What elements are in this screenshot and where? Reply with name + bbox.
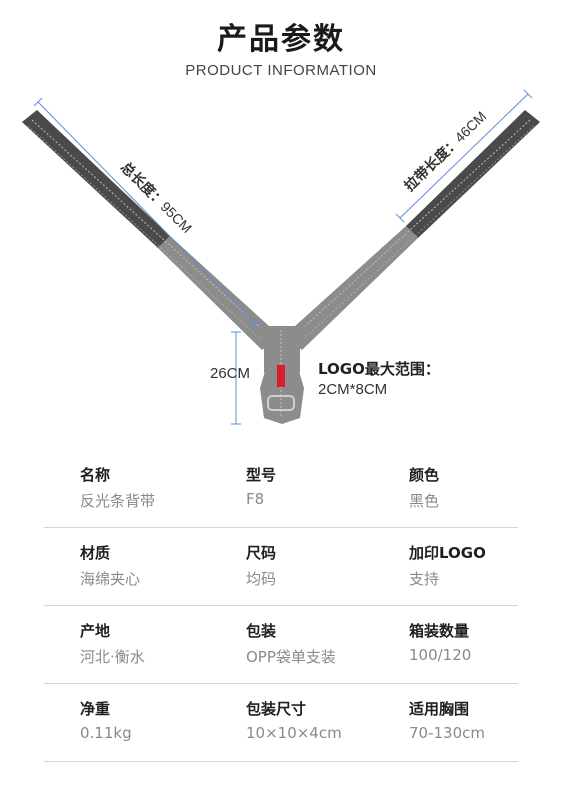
spec-cell: 净重 0.11kg bbox=[80, 698, 132, 742]
spec-label: 型号 bbox=[246, 466, 277, 484]
spec-row: 产地 河北·衡水 包装 OPP袋单支装 箱装数量 100/120 bbox=[44, 606, 518, 684]
front-length-label: 26CM bbox=[210, 365, 250, 382]
spec-cell: 尺码 均码 bbox=[246, 542, 276, 589]
front-strap bbox=[252, 326, 312, 424]
buckle-icon bbox=[267, 395, 295, 411]
product-diagram: 总长度：95CM 拉带长度：46CM 26CM bbox=[22, 89, 540, 425]
spec-value: 支持 bbox=[409, 570, 440, 588]
spec-value: OPP袋单支装 bbox=[246, 648, 336, 666]
spec-value: 河北·衡水 bbox=[80, 648, 145, 666]
spec-cell: 箱装数量 100/120 bbox=[409, 620, 471, 664]
spec-cell: 包装尺寸 10×10×4cm bbox=[246, 698, 342, 742]
logo-note: LOGO最大范围： 2CM*8CM bbox=[318, 358, 440, 398]
spec-table: 名称 反光条背带 型号 F8 颜色 黑色 材质 海绵夹心 尺码 均码 加印LOG… bbox=[44, 450, 518, 762]
spec-value: F8 bbox=[246, 490, 265, 508]
spec-label: 箱装数量 bbox=[409, 622, 470, 640]
spec-value: 0.11kg bbox=[80, 724, 132, 742]
spec-value: 海绵夹心 bbox=[80, 570, 141, 588]
spec-value: 均码 bbox=[246, 570, 277, 588]
spec-label: 加印LOGO bbox=[409, 544, 486, 562]
spec-label: 材质 bbox=[80, 544, 111, 562]
spec-cell: 加印LOGO 支持 bbox=[409, 542, 486, 589]
spec-label: 尺码 bbox=[246, 544, 277, 562]
logo-area bbox=[277, 365, 285, 387]
spec-cell: 颜色 黑色 bbox=[409, 464, 439, 511]
spec-value: 70-130cm bbox=[409, 724, 485, 742]
spec-row: 净重 0.11kg 包装尺寸 10×10×4cm 适用胸围 70-130cm bbox=[44, 684, 518, 762]
spec-value: 10×10×4cm bbox=[246, 724, 342, 742]
spec-value: 100/120 bbox=[409, 646, 472, 664]
logo-note-title: LOGO最大范围： bbox=[318, 360, 440, 378]
left-strap bbox=[22, 110, 280, 350]
spec-cell: 材质 海绵夹心 bbox=[80, 542, 140, 589]
page-subtitle: PRODUCT INFORMATION bbox=[185, 62, 377, 79]
spec-cell: 产地 河北·衡水 bbox=[80, 620, 145, 667]
spec-label: 产地 bbox=[80, 622, 111, 640]
spec-cell: 名称 反光条背带 bbox=[80, 464, 155, 511]
spec-value: 反光条背带 bbox=[80, 492, 156, 510]
spec-label: 颜色 bbox=[409, 466, 440, 484]
dimension-lines bbox=[33, 89, 533, 425]
page-title: 产品参数 bbox=[217, 22, 345, 57]
spec-row: 材质 海绵夹心 尺码 均码 加印LOGO 支持 bbox=[44, 528, 518, 606]
right-strap bbox=[284, 110, 540, 350]
spec-cell: 型号 F8 bbox=[246, 464, 276, 508]
spec-row: 名称 反光条背带 型号 F8 颜色 黑色 bbox=[44, 450, 518, 528]
spec-label: 适用胸围 bbox=[409, 700, 470, 718]
spec-value: 黑色 bbox=[409, 492, 440, 510]
spec-label: 包装 bbox=[246, 622, 277, 640]
spec-cell: 适用胸围 70-130cm bbox=[409, 698, 485, 742]
spec-label: 净重 bbox=[80, 700, 111, 718]
logo-note-size: 2CM*8CM bbox=[318, 381, 388, 398]
spec-cell: 包装 OPP袋单支装 bbox=[246, 620, 336, 667]
spec-label: 包装尺寸 bbox=[246, 700, 307, 718]
spec-label: 名称 bbox=[80, 466, 111, 484]
